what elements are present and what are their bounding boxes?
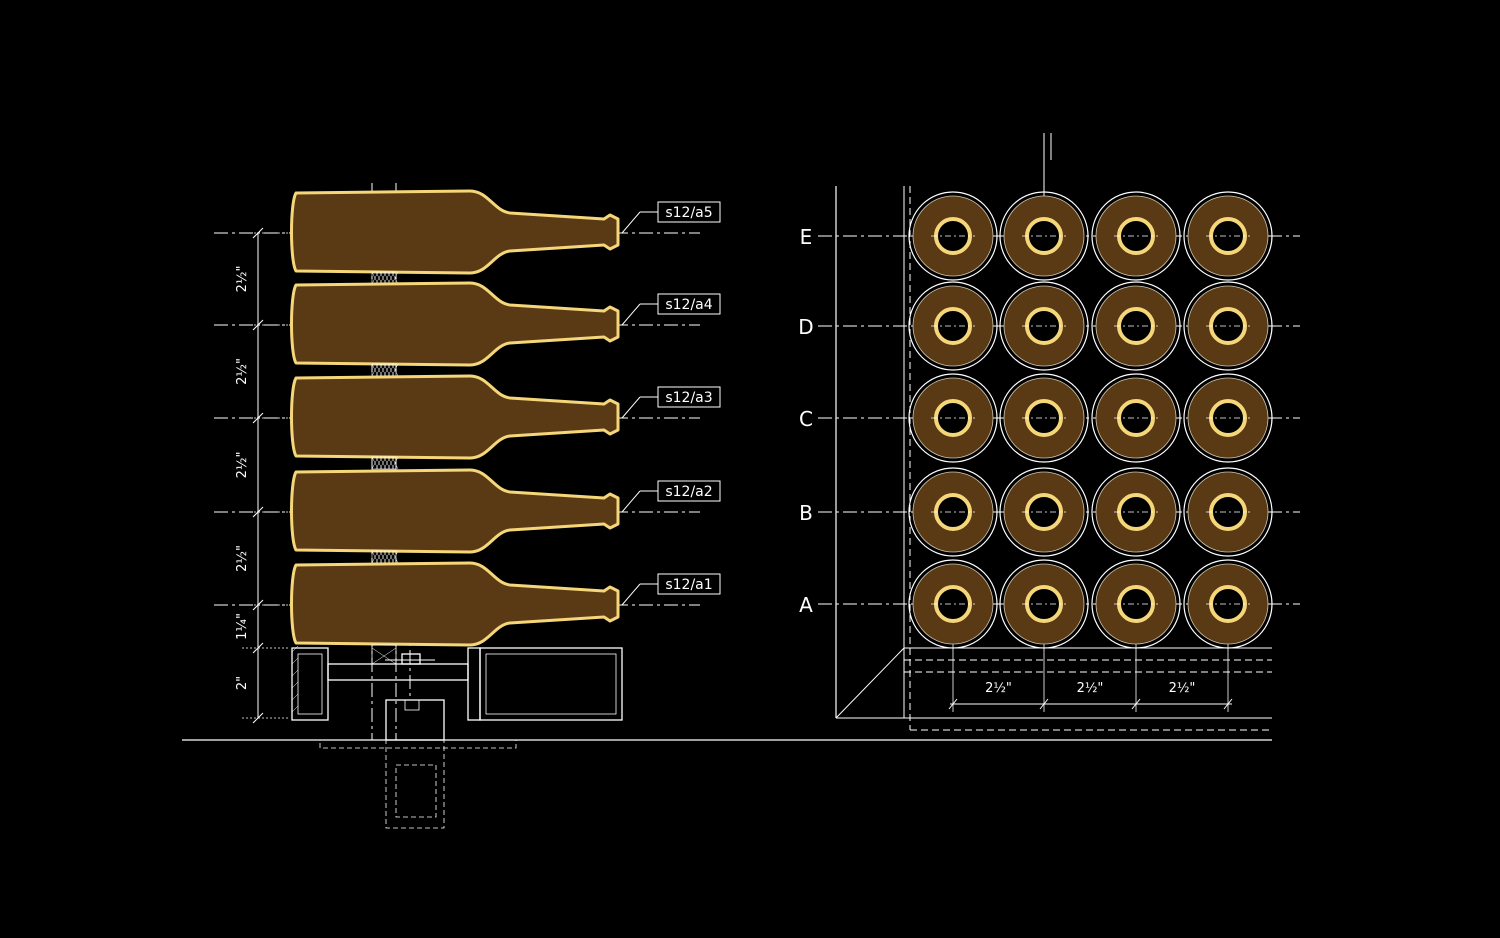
plan-view: E D C B A 2½" 2½" 2½"	[798, 133, 1300, 731]
tag-leader	[621, 211, 641, 234]
row-label: C	[799, 407, 813, 431]
bottle-tag-label: s12/a5	[665, 205, 712, 221]
bottle-plan	[1091, 191, 1181, 281]
bottle-side	[290, 374, 620, 460]
channel-hatch	[291, 645, 299, 713]
bottle-tag-label: s12/a2	[665, 484, 712, 500]
tag-leader	[621, 490, 641, 513]
tag-box	[657, 573, 721, 595]
tag-leader	[621, 583, 641, 606]
bottle-plan	[908, 467, 998, 557]
bottle-plan	[1183, 559, 1273, 649]
bottle-side	[290, 561, 620, 647]
tag-box	[657, 386, 721, 408]
bottle-plan	[908, 191, 998, 281]
bottle-side	[290, 468, 620, 554]
left-channel	[291, 647, 329, 721]
tag-box	[657, 201, 721, 223]
spacing-dimension-label: 2½"	[235, 358, 250, 385]
bottle-tag-label: s12/a3	[665, 390, 712, 406]
post-cap	[385, 699, 445, 741]
spacing-dimension-label: 2½"	[235, 452, 250, 479]
rack-base	[291, 644, 623, 829]
bottle-plan	[1091, 467, 1181, 557]
bottle-plan	[1091, 559, 1181, 649]
right-channel	[467, 647, 481, 721]
mesh-divider	[371, 550, 399, 564]
bottle-plan	[1183, 373, 1273, 463]
frame-diagonal	[835, 647, 905, 719]
row-label: D	[798, 315, 813, 339]
tag-leader	[621, 396, 641, 419]
column-dimension-label: 2½"	[1169, 681, 1196, 696]
bottle-side	[290, 189, 620, 275]
bottle-plan	[999, 467, 1089, 557]
side-elevation: s12/a5 s12/a4 s12/a3 s12/a2 s12/a1 2½" 2½" 2½"…	[214, 183, 721, 829]
bottle-side	[290, 281, 620, 367]
bottle-plan	[999, 559, 1089, 649]
bolt-head	[401, 653, 421, 665]
row-label: E	[800, 225, 813, 249]
tag-leader	[621, 303, 641, 326]
bottle-plan	[999, 281, 1089, 371]
spacing-dimension-label: 2"	[235, 676, 250, 690]
row-label: B	[799, 501, 813, 525]
bottle-plan	[999, 373, 1089, 463]
bottle-tag-label: s12/a1	[665, 577, 712, 593]
mesh-divider	[371, 271, 399, 285]
row-label: A	[799, 593, 813, 617]
column-dimension-label: 2½"	[1077, 681, 1104, 696]
bottle-tag-label: s12/a4	[665, 297, 712, 313]
spacing-dimension-label: 2½"	[235, 545, 250, 572]
column-dimension-label: 2½"	[985, 681, 1012, 696]
tube-section	[479, 647, 623, 721]
bottle-plan	[1183, 281, 1273, 371]
tag-box	[657, 293, 721, 315]
bottle-plan	[999, 191, 1089, 281]
bottle-plan	[1091, 281, 1181, 371]
spacing-dimension-label: 2½"	[235, 266, 250, 293]
mesh-divider	[371, 456, 399, 470]
mesh-divider	[371, 363, 399, 377]
bottle-plan	[1091, 373, 1181, 463]
bottle-plan	[908, 281, 998, 371]
bottle-plan	[908, 559, 998, 649]
bottle-plan	[1183, 191, 1273, 281]
bottle-plan	[1183, 467, 1273, 557]
cross-beam	[327, 663, 469, 681]
tag-box	[657, 480, 721, 502]
spacing-dimension-label: 1¼"	[235, 613, 250, 640]
bottle-plan	[908, 373, 998, 463]
